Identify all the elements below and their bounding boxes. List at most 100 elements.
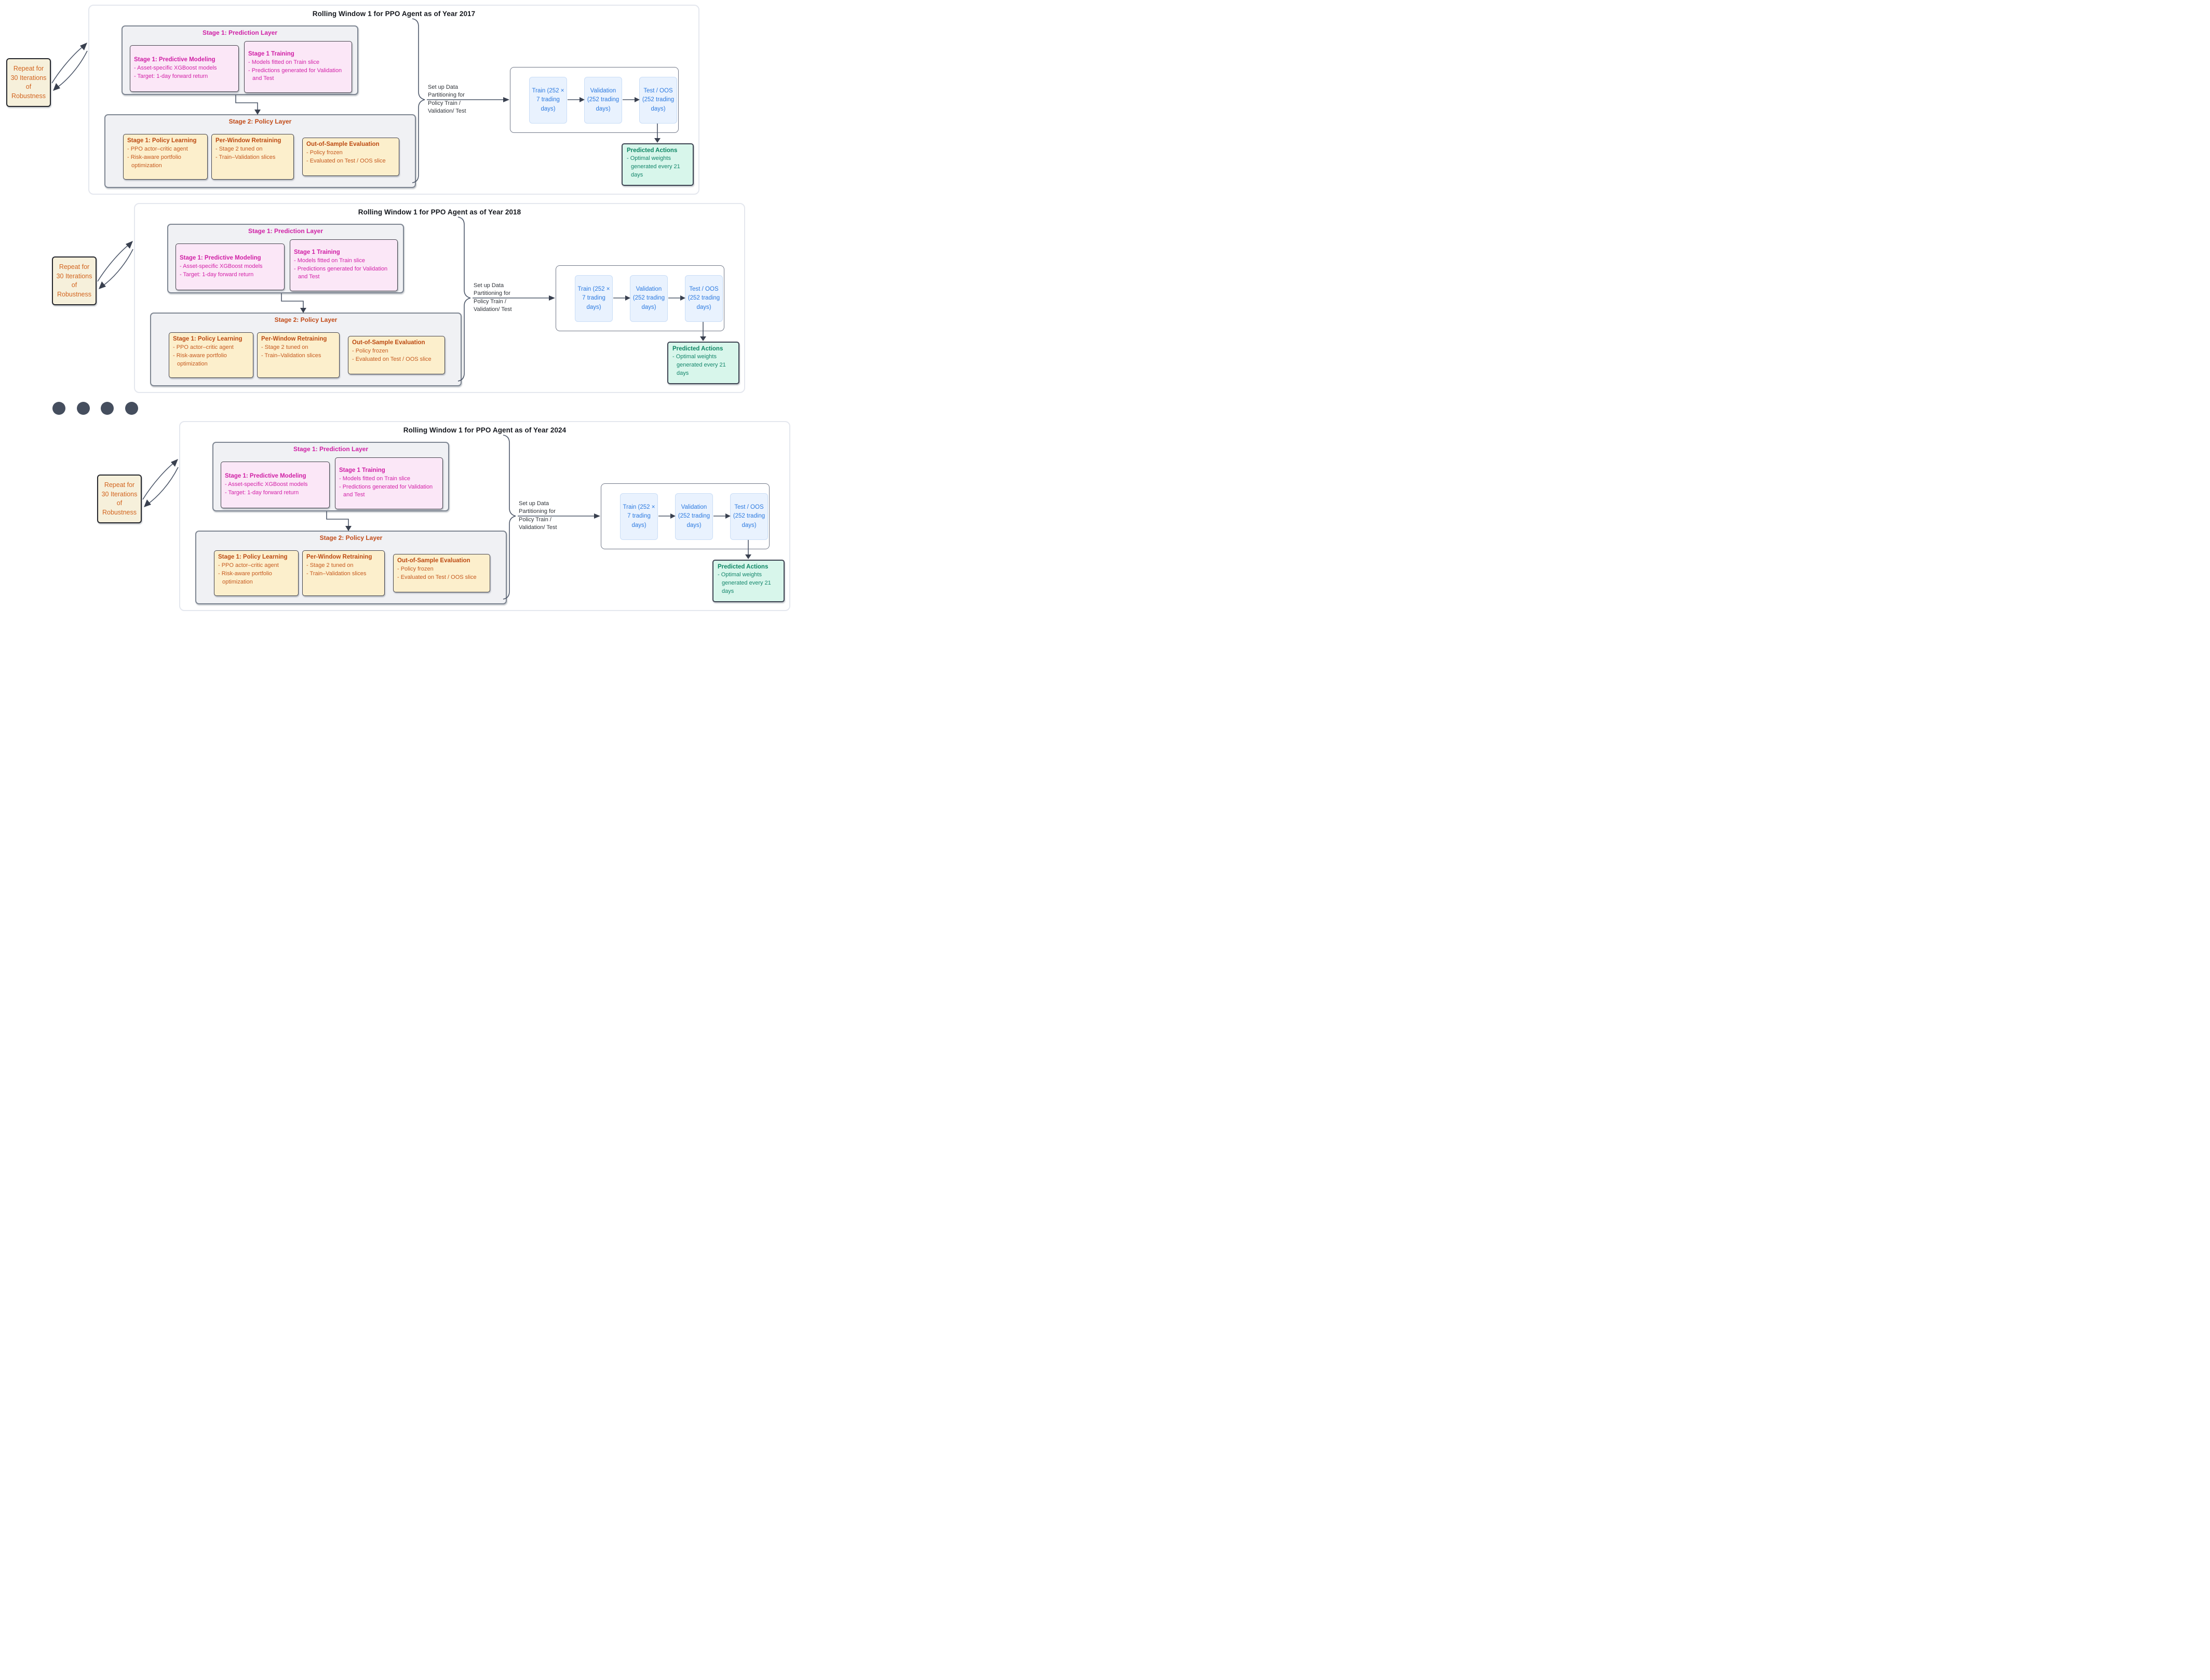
card-bullet: - Asset-specific XGBoost models bbox=[134, 64, 217, 71]
card-title: Stage 1: Predictive Modeling bbox=[134, 56, 215, 63]
card-title: Per-Window Retraining bbox=[215, 138, 281, 144]
policy-layer: Stage 2: Policy Layer Stage 1: Policy Le… bbox=[150, 313, 462, 386]
ellipsis-dot bbox=[125, 402, 138, 415]
card-bullet: - Target: 1-day forward return bbox=[180, 271, 254, 278]
card-title: Stage 1: Policy Learning bbox=[127, 138, 197, 144]
ellipsis-dot bbox=[101, 402, 114, 415]
window-title: Rolling Window 1 for PPO Agent as of Yea… bbox=[403, 426, 567, 434]
test-oos-slice-box: Test / OOS (252 trading days) bbox=[730, 493, 768, 540]
prediction-layer-label: Stage 1: Prediction Layer bbox=[202, 29, 278, 36]
repeat-iterations-box: Repeat for 30 Iterations of Robustness bbox=[52, 256, 97, 305]
prediction-layer: Stage 1: Prediction Layer Stage 1: Predi… bbox=[167, 224, 404, 293]
card-bullet: - Models fitted on Train slice bbox=[339, 475, 410, 482]
rolling-window-group-2024: Repeat for 30 Iterations of Robustness R… bbox=[91, 416, 797, 614]
card-bullet: - Train–Validation slices bbox=[261, 352, 321, 359]
policy-learning-card: Stage 1: Policy Learning - PPO actor–cri… bbox=[123, 134, 208, 180]
policy-layer-label: Stage 2: Policy Layer bbox=[228, 118, 292, 125]
partition-container: Train (252 × 7 trading days) Validation … bbox=[601, 483, 770, 549]
card-bullet: - Target: 1-day forward return bbox=[134, 73, 208, 79]
rolling-window-panel: Rolling Window 1 for PPO Agent as of Yea… bbox=[88, 5, 699, 195]
card-bullet: - Evaluated on Test / OOS slice bbox=[397, 574, 477, 580]
card-bullet: - Policy frozen bbox=[397, 566, 434, 572]
out-of-sample-evaluation-card: Out-of-Sample Evaluation - Policy frozen… bbox=[348, 336, 445, 374]
repeat-iterations-box: Repeat for 30 Iterations of Robustness bbox=[6, 58, 51, 107]
card-bullet: - Risk-aware portfolio optimization bbox=[127, 154, 181, 169]
card-bullet: - Asset-specific XGBoost models bbox=[180, 263, 263, 269]
validation-slice-box: Validation (252 trading days) bbox=[630, 275, 668, 322]
rolling-window-group-2017: Repeat for 30 Iterations of Robustness R… bbox=[0, 0, 706, 197]
stage1-training-card: Stage 1 Training - Models fitted on Trai… bbox=[335, 457, 443, 509]
card-title: Stage 1 Training bbox=[294, 249, 340, 255]
predictive-modeling-card: Stage 1: Predictive Modeling - Asset-spe… bbox=[130, 45, 239, 92]
train-slice-box: Train (252 × 7 trading days) bbox=[620, 493, 658, 540]
card-bullet: - Evaluated on Test / OOS slice bbox=[306, 157, 386, 164]
per-window-retraining-card: Per-Window Retraining - Stage 2 tuned on… bbox=[302, 550, 385, 596]
card-bullet: - Predictions generated for Validation a… bbox=[339, 483, 433, 498]
train-slice-box: Train (252 × 7 trading days) bbox=[575, 275, 613, 322]
card-title: Stage 1: Predictive Modeling bbox=[225, 472, 306, 479]
per-window-retraining-card: Per-Window Retraining - Stage 2 tuned on… bbox=[257, 332, 340, 378]
partition-label: Set up Data Partitioning for Policy Trai… bbox=[474, 282, 512, 313]
card-bullet: - Policy frozen bbox=[306, 150, 343, 156]
out-of-sample-evaluation-card: Out-of-Sample Evaluation - Policy frozen… bbox=[302, 138, 399, 176]
predicted-actions-box: Predicted Actions - Optimal weights gene… bbox=[712, 560, 785, 602]
out-of-sample-evaluation-card: Out-of-Sample Evaluation - Policy frozen… bbox=[393, 554, 490, 592]
card-title: Out-of-Sample Evaluation bbox=[306, 141, 380, 147]
card-bullet: - Optimal weights generated every 21 day… bbox=[718, 572, 771, 594]
validation-slice-box: Validation (252 trading days) bbox=[675, 493, 713, 540]
feedback-loop-arrows-icon bbox=[97, 241, 133, 289]
validation-slice-box: Validation (252 trading days) bbox=[584, 77, 622, 124]
window-title: Rolling Window 1 for PPO Agent as of Yea… bbox=[312, 10, 476, 18]
feedback-loop-arrows-icon bbox=[51, 43, 88, 91]
predicted-actions-box: Predicted Actions - Optimal weights gene… bbox=[667, 342, 739, 384]
card-bullet: - Target: 1-day forward return bbox=[225, 489, 299, 496]
ellipsis-dot bbox=[52, 402, 65, 415]
partition-label: Set up Data Partitioning for Policy Trai… bbox=[428, 84, 466, 115]
partition-container: Train (252 × 7 trading days) Validation … bbox=[556, 265, 724, 331]
card-bullet: - Stage 2 tuned on bbox=[306, 562, 354, 568]
card-bullet: - PPO actor–critic agent bbox=[173, 344, 234, 350]
window-title: Rolling Window 1 for PPO Agent as of Yea… bbox=[358, 208, 521, 216]
prediction-layer: Stage 1: Prediction Layer Stage 1: Predi… bbox=[122, 25, 358, 95]
card-bullet: - Risk-aware portfolio optimization bbox=[218, 570, 272, 585]
card-title: Stage 1: Policy Learning bbox=[173, 336, 242, 342]
test-oos-slice-box: Test / OOS (252 trading days) bbox=[685, 275, 723, 322]
card-bullet: - PPO actor–critic agent bbox=[127, 146, 188, 152]
partition-label: Set up Data Partitioning for Policy Trai… bbox=[519, 500, 557, 531]
predictive-modeling-card: Stage 1: Predictive Modeling - Asset-spe… bbox=[221, 462, 330, 508]
card-title: Stage 1: Predictive Modeling bbox=[180, 254, 261, 261]
card-title: Predicted Actions bbox=[627, 147, 678, 154]
predicted-actions-box: Predicted Actions - Optimal weights gene… bbox=[622, 143, 694, 186]
prediction-layer: Stage 1: Prediction Layer Stage 1: Predi… bbox=[212, 442, 449, 511]
prediction-layer-label: Stage 1: Prediction Layer bbox=[293, 445, 369, 453]
policy-layer-label: Stage 2: Policy Layer bbox=[319, 534, 383, 541]
repeat-iterations-box: Repeat for 30 Iterations of Robustness bbox=[97, 475, 142, 523]
card-bullet: - Train–Validation slices bbox=[306, 570, 367, 577]
per-window-retraining-card: Per-Window Retraining - Stage 2 tuned on… bbox=[211, 134, 294, 180]
card-title: Out-of-Sample Evaluation bbox=[352, 340, 425, 346]
policy-layer-label: Stage 2: Policy Layer bbox=[274, 316, 338, 323]
card-title: Stage 1: Policy Learning bbox=[218, 554, 288, 560]
card-bullet: - Optimal weights generated every 21 day… bbox=[627, 155, 680, 178]
prediction-layer-label: Stage 1: Prediction Layer bbox=[248, 227, 324, 235]
card-title: Stage 1 Training bbox=[339, 467, 385, 473]
card-title: Per-Window Retraining bbox=[306, 554, 372, 560]
card-title: Predicted Actions bbox=[672, 346, 723, 352]
card-bullet: - Risk-aware portfolio optimization bbox=[173, 352, 227, 367]
card-bullet: - Stage 2 tuned on bbox=[215, 146, 263, 152]
rolling-window-panel: Rolling Window 1 for PPO Agent as of Yea… bbox=[179, 421, 790, 611]
stage1-training-card: Stage 1 Training - Models fitted on Trai… bbox=[290, 239, 398, 291]
card-bullet: - Policy frozen bbox=[352, 348, 388, 354]
ellipsis-dot bbox=[77, 402, 90, 415]
card-bullet: - Models fitted on Train slice bbox=[294, 257, 365, 264]
train-slice-box: Train (252 × 7 trading days) bbox=[529, 77, 567, 124]
ellipsis-dots bbox=[52, 402, 146, 415]
card-bullet: - PPO actor–critic agent bbox=[218, 562, 279, 568]
stage1-training-card: Stage 1 Training - Models fitted on Trai… bbox=[244, 41, 352, 93]
policy-learning-card: Stage 1: Policy Learning - PPO actor–cri… bbox=[169, 332, 253, 378]
policy-learning-card: Stage 1: Policy Learning - PPO actor–cri… bbox=[214, 550, 299, 596]
card-title: Per-Window Retraining bbox=[261, 336, 327, 342]
card-title: Predicted Actions bbox=[718, 564, 769, 570]
rolling-window-group-2018: Repeat for 30 Iterations of Robustness R… bbox=[46, 198, 752, 396]
card-bullet: - Evaluated on Test / OOS slice bbox=[352, 356, 432, 362]
